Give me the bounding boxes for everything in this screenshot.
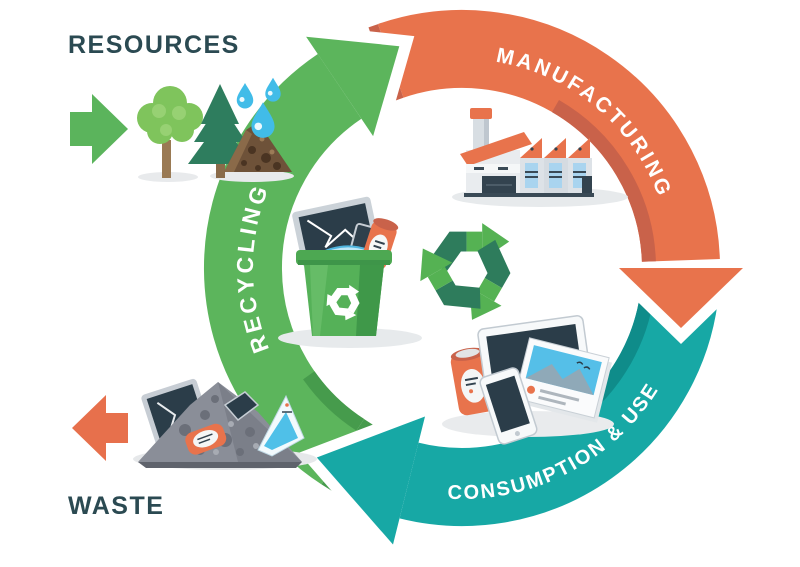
tree-icon [137, 86, 203, 178]
soil-pile-icon [224, 122, 292, 172]
recycle-bin-icon [296, 250, 392, 336]
recycle-symbol-icon [420, 223, 511, 320]
resources-arrow-icon [70, 94, 128, 164]
waste-pile-icon [133, 378, 317, 470]
waste-label: WASTE [68, 492, 164, 520]
factory-icon [452, 108, 628, 207]
resources-cluster [137, 77, 294, 182]
devices-icon [442, 315, 614, 445]
waste-arrow-icon [72, 395, 128, 461]
resources-label: RESOURCES [68, 31, 240, 59]
consumption-arrowhead-icon [298, 404, 426, 556]
manufacturing-arrowhead-icon [605, 268, 757, 344]
recycling-arrowhead-icon [299, 23, 415, 147]
water-drops-icon [236, 77, 281, 138]
